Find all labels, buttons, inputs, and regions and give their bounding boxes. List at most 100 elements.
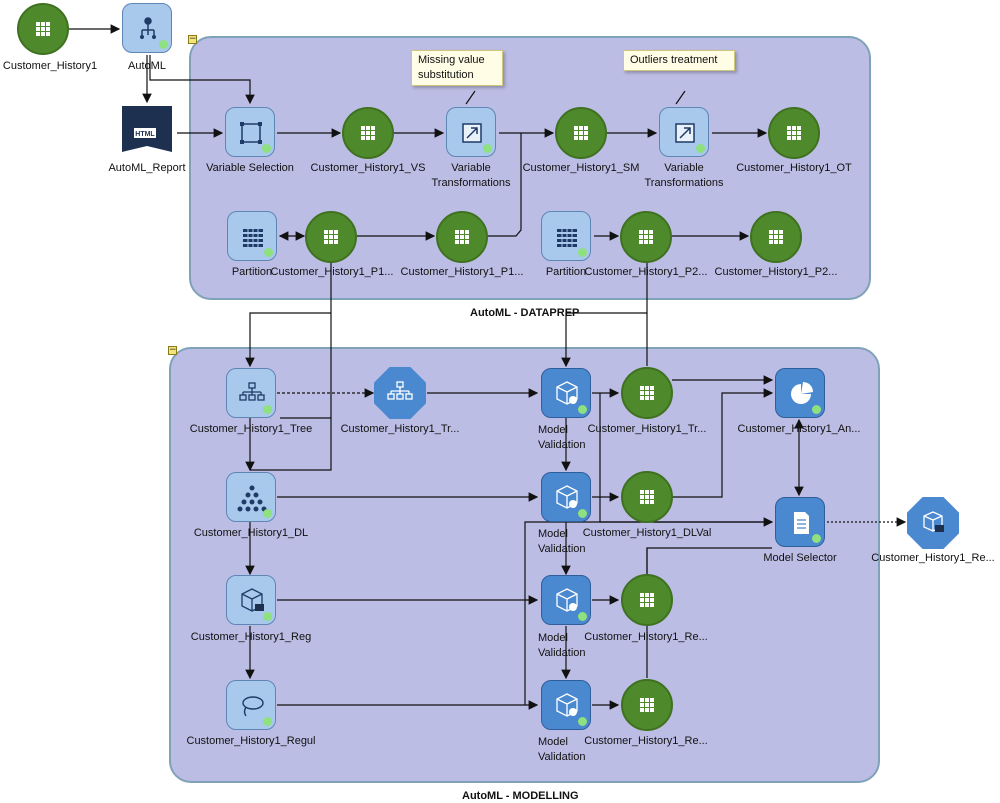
grid-icon [769, 230, 783, 244]
partition-1-label: Partition [231, 266, 273, 278]
ch1-ot-label: Customer_History1_OT [736, 162, 852, 174]
variable-selection-label: Variable Selection [206, 162, 294, 174]
ch1-vs-label: Customer_History1_VS [310, 162, 426, 174]
ch1-p2-a-node[interactable] [620, 211, 672, 263]
grid-icon [640, 490, 654, 504]
modelling-collapse-button[interactable]: − [168, 345, 177, 355]
ch1-tr-val-node[interactable] [621, 367, 673, 419]
ch1-an-node[interactable] [775, 368, 825, 418]
variable-transformations-2-label: Variable Transformations [644, 162, 724, 189]
ch1-regul-label: Customer_History1_Regul [186, 735, 316, 747]
ch1-tr-node[interactable] [374, 367, 426, 419]
ch1-p2-a-label: Customer_History1_P2... [584, 266, 708, 278]
status-dot [263, 509, 272, 518]
pie-chart-icon [791, 382, 813, 404]
ch1-dlval-label: Customer_History1_DLVal [582, 527, 712, 539]
validation-cube-icon [556, 693, 578, 717]
dataprep-collapse-button[interactable]: − [188, 34, 197, 44]
status-dot [696, 144, 705, 153]
ch1-re-out-node[interactable] [907, 497, 959, 549]
variable-transformations-1-node[interactable] [446, 107, 496, 157]
report-badge-text: HTML [135, 131, 155, 138]
customer-history1-node[interactable] [17, 3, 69, 55]
ch1-re-out-label: Customer_History1_Re... [871, 552, 995, 564]
automl-report-node[interactable]: HTML [122, 106, 172, 160]
model-validation-4-label: Model Validation [538, 736, 586, 763]
model-selector-label: Model Selector [763, 552, 837, 564]
ch1-dl-label: Customer_History1_DL [193, 527, 309, 539]
ch1-p2-b-node[interactable] [750, 211, 802, 263]
cube-icon [923, 511, 944, 532]
document-icon [794, 512, 809, 534]
validation-cube-icon [556, 588, 578, 612]
ch1-tree-label: Customer_History1_Tree [189, 423, 313, 435]
model-validation-2-label: Model Validation [538, 528, 586, 555]
status-dot [578, 405, 587, 414]
model-validation-4-node[interactable] [541, 680, 591, 730]
ch1-dl-node[interactable] [226, 472, 276, 522]
variable-transformations-1-label: Variable Transformations [431, 162, 511, 189]
model-validation-1-node[interactable] [541, 368, 591, 418]
model-validation-3-node[interactable] [541, 575, 591, 625]
ch1-p2-b-label: Customer_History1_P2... [714, 266, 838, 278]
outliers-callout: Outliers treatment [623, 50, 735, 71]
table-grid-icon [557, 228, 577, 248]
hierarchy-icon [140, 17, 156, 39]
ch1-p1-a-label: Customer_History1_P1... [270, 266, 394, 278]
grid-icon [639, 230, 653, 244]
status-dot [812, 405, 821, 414]
table-grid-icon [243, 228, 263, 248]
grid-icon [324, 230, 338, 244]
model-validation-2-node[interactable] [541, 472, 591, 522]
grid-icon [36, 22, 50, 36]
missing-value-callout: Missing value substitution [411, 50, 503, 86]
model-selector-node[interactable] [775, 497, 825, 547]
ch1-reg-label: Customer_History1_Reg [190, 631, 312, 643]
ch1-ot-node[interactable] [768, 107, 820, 159]
validation-cube-icon [556, 485, 578, 509]
transform-icon [462, 123, 482, 143]
selection-frame-icon [240, 122, 262, 144]
ch1-re-2-node[interactable] [621, 679, 673, 731]
ch1-tr-label: Customer_History1_Tr... [340, 423, 460, 435]
validation-cube-icon [556, 381, 578, 405]
ch1-an-label: Customer_History1_An... [737, 423, 861, 435]
tree-icon [387, 381, 413, 400]
ch1-p1-a-node[interactable] [305, 211, 357, 263]
ch1-reg-node[interactable] [226, 575, 276, 625]
ch1-vs-node[interactable] [342, 107, 394, 159]
partition-1-node[interactable] [227, 211, 277, 261]
variable-transformations-2-node[interactable] [659, 107, 709, 157]
ch1-sm-node[interactable] [555, 107, 607, 159]
automl-report-label: AutoML_Report [108, 162, 186, 174]
ch1-re-1-node[interactable] [621, 574, 673, 626]
status-dot [578, 612, 587, 621]
grid-icon [574, 126, 588, 140]
automl-node[interactable] [122, 3, 172, 53]
status-dot [578, 509, 587, 518]
grid-icon [361, 126, 375, 140]
cube-icon [241, 588, 264, 612]
status-dot [263, 612, 272, 621]
dataprep-container-label: AutoML - DATAPREP [470, 307, 580, 319]
ch1-p1-b-node[interactable] [436, 211, 488, 263]
partition-2-node[interactable] [541, 211, 591, 261]
ch1-p1-b-label: Customer_History1_P1... [400, 266, 524, 278]
status-dot [264, 248, 273, 257]
ch1-regul-node[interactable] [226, 680, 276, 730]
modelling-container-label: AutoML - MODELLING [462, 790, 579, 802]
ch1-tree-node[interactable] [226, 368, 276, 418]
ch1-sm-label: Customer_History1_SM [522, 162, 640, 174]
ch1-re-2-label: Customer_History1_Re... [584, 735, 708, 747]
ch1-dlval-node[interactable] [621, 471, 673, 523]
ch1-re-1-label: Customer_History1_Re... [584, 631, 708, 643]
html-report-icon: HTML [122, 106, 172, 152]
grid-icon [640, 593, 654, 607]
status-dot [262, 144, 271, 153]
model-validation-3-label: Model Validation [538, 632, 586, 659]
variable-selection-node[interactable] [225, 107, 275, 157]
tree-icon [239, 382, 265, 401]
status-dot [483, 144, 492, 153]
